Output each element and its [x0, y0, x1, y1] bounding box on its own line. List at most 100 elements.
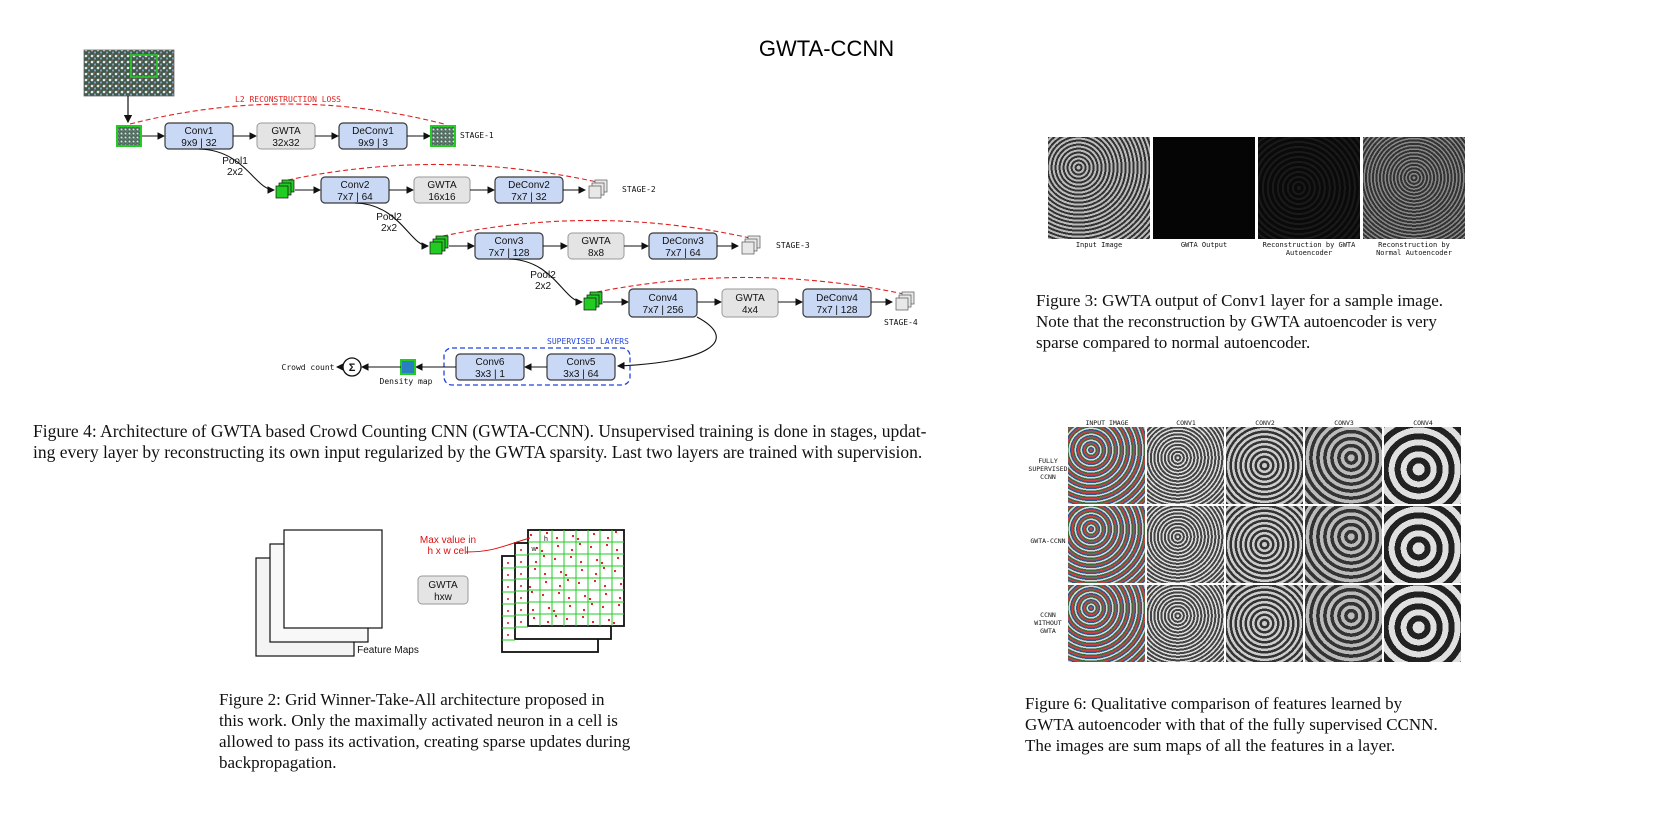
- caption-line: sparse compared to normal autoencoder.: [1036, 333, 1311, 352]
- fig6-tile: [1305, 585, 1382, 662]
- fig3-gwta-recon: [1258, 137, 1360, 239]
- fig6-col-conv1: CONV1: [1176, 419, 1196, 427]
- stage1-input-thumb: [116, 125, 142, 147]
- deconv3-label: DeConv3: [662, 236, 704, 247]
- fig6-row-gwta: GWTA-CCNN: [1030, 537, 1066, 545]
- supervised-label: SUPERVISED LAYERS: [547, 337, 629, 346]
- feature-maps-label: Feature Maps: [357, 645, 419, 656]
- conv5-sub: 3x3 | 64: [563, 369, 599, 380]
- fig3-input-image: [1048, 137, 1150, 239]
- deconv2-label: DeConv2: [508, 180, 550, 191]
- conv4-label: Conv4: [649, 293, 678, 304]
- fig3-label-gwta-recon: Reconstruction by GWTA Autoencoder: [1262, 241, 1356, 257]
- stage2-input-stack: [275, 179, 295, 199]
- density-map-label: Density map: [380, 377, 433, 386]
- fig6-row-supervised: FULLY SUPERVISED CCNN: [1028, 457, 1068, 481]
- fig3-label-gwta: GWTA Output: [1180, 241, 1228, 249]
- fig6-tile: [1068, 427, 1145, 504]
- caption-line: Figure 2: Grid Winner-Take-All architect…: [219, 690, 605, 709]
- deconv1-sub: 9x9 | 3: [358, 138, 388, 149]
- pool1-size: 2x2: [227, 167, 244, 178]
- fig6-col-input: INPUT IMAGE: [1085, 419, 1129, 427]
- gwta4-label: GWTA: [735, 293, 765, 304]
- fig6-tile: [1068, 585, 1145, 662]
- fig6-tile: [1384, 506, 1461, 583]
- fig6-tile: [1068, 506, 1145, 583]
- stage2-label: STAGE-2: [622, 185, 656, 194]
- gwta3-label: GWTA: [581, 236, 611, 247]
- conv1-sub: 9x9 | 32: [181, 138, 217, 149]
- figure-2-caption: Figure 2: Grid Winner-Take-All architect…: [219, 689, 669, 773]
- pool2-size: 2x2: [381, 223, 398, 234]
- crop-highlight: [130, 54, 158, 78]
- gwta-hxw-label: GWTA: [428, 580, 458, 591]
- sum-icon: Σ: [349, 362, 356, 374]
- caption-line: Figure 4: Architecture of GWTA based Cro…: [33, 421, 927, 441]
- figure-6-image-grid: [1068, 427, 1462, 663]
- fig6-tile: [1226, 506, 1303, 583]
- max-value-line1: Max value in: [420, 535, 476, 546]
- pool2-label: Pool2: [376, 212, 402, 223]
- gwta-grid-lines: [502, 530, 624, 641]
- caption-line: Figure 6: Qualitative comparison of feat…: [1025, 694, 1403, 713]
- fig3-label-input: Input Image: [1075, 241, 1123, 249]
- pool3-size: 2x2: [535, 281, 552, 292]
- gwta1-sub: 32x32: [272, 138, 300, 149]
- figure-4-caption: Figure 4: Architecture of GWTA based Cro…: [33, 421, 993, 463]
- gwta-hxw-sub: hxw: [434, 592, 453, 603]
- conv2-label: Conv2: [341, 180, 370, 191]
- stage4-label: STAGE-4: [884, 318, 918, 327]
- fig6-col-conv3: CONV3: [1334, 419, 1354, 427]
- stage3-output-stack: [741, 235, 761, 255]
- stage3-input-stack: [429, 235, 449, 255]
- deconv4-sub: 7x7 | 128: [817, 305, 858, 316]
- caption-line: The images are sum maps of all the featu…: [1025, 736, 1396, 755]
- feature-map-front: [283, 529, 383, 629]
- stage4-output-stack: [895, 291, 915, 311]
- fig6-tile: [1384, 427, 1461, 504]
- w-label: w: [530, 546, 537, 553]
- figure-6-row-labels: FULLY SUPERVISED CCNN GWTA-CCNN CCNN WIT…: [1026, 427, 1070, 663]
- gwta-hxw-box: [417, 575, 469, 605]
- conv6-sub: 3x3 | 1: [475, 369, 505, 380]
- conv4-sub: 7x7 | 256: [643, 305, 684, 316]
- stage3-label: STAGE-3: [776, 241, 810, 250]
- h-label: h: [544, 536, 548, 543]
- page-title: GWTA-CCNN: [758, 36, 895, 61]
- conv5-label: Conv5: [567, 357, 596, 368]
- fig6-tile: [1147, 585, 1224, 662]
- gwta3-sub: 8x8: [588, 248, 605, 259]
- caption-line: allowed to pass its activation, creating…: [219, 732, 631, 751]
- fig6-tile: [1384, 585, 1461, 662]
- gwta-max-points: [507, 530, 623, 636]
- caption-line: this work. Only the maximally activated …: [219, 711, 618, 730]
- conv6-label: Conv6: [476, 357, 505, 368]
- gwta4-sub: 4x4: [742, 305, 759, 316]
- gwta2-sub: 16x16: [428, 192, 456, 203]
- fig6-col-conv4: CONV4: [1413, 419, 1433, 427]
- figure-6-caption: Figure 6: Qualitative comparison of feat…: [1025, 693, 1495, 756]
- conv4-box: [628, 288, 698, 318]
- loss-label: L2 RECONSTRUCTION LOSS: [235, 95, 341, 104]
- fig6-tile: [1305, 506, 1382, 583]
- figure-3-caption: Figure 3: GWTA output of Conv1 layer for…: [1036, 290, 1506, 353]
- conv2-sub: 7x7 | 64: [337, 192, 373, 203]
- stage1-label: STAGE-1: [460, 131, 494, 140]
- fig3-normal-recon: [1363, 137, 1465, 239]
- deconv3-sub: 7x7 | 64: [665, 248, 701, 259]
- pool3-label: Pool2: [530, 270, 556, 281]
- conv1-label: Conv1: [185, 126, 214, 137]
- fig6-row-without: CCNN WITHOUT GWTA: [1034, 611, 1062, 635]
- gwta4-box: [721, 288, 779, 318]
- max-value-line2: h x w cell: [427, 546, 468, 557]
- fig6-tile: [1147, 427, 1224, 504]
- stage1-output-thumb: [430, 125, 456, 147]
- input-crowd-image: [83, 49, 175, 97]
- caption-line: Note that the reconstruction by GWTA aut…: [1036, 312, 1437, 331]
- deconv4-box: [802, 288, 872, 318]
- fig3-label-normal-recon: Reconstruction by Normal Autoencoder: [1376, 241, 1452, 257]
- caption-line: ing every layer by reconstructing its ow…: [33, 442, 923, 462]
- deconv4-label: DeConv4: [816, 293, 858, 304]
- deconv1-label: DeConv1: [352, 126, 394, 137]
- deconv2-sub: 7x7 | 32: [511, 192, 547, 203]
